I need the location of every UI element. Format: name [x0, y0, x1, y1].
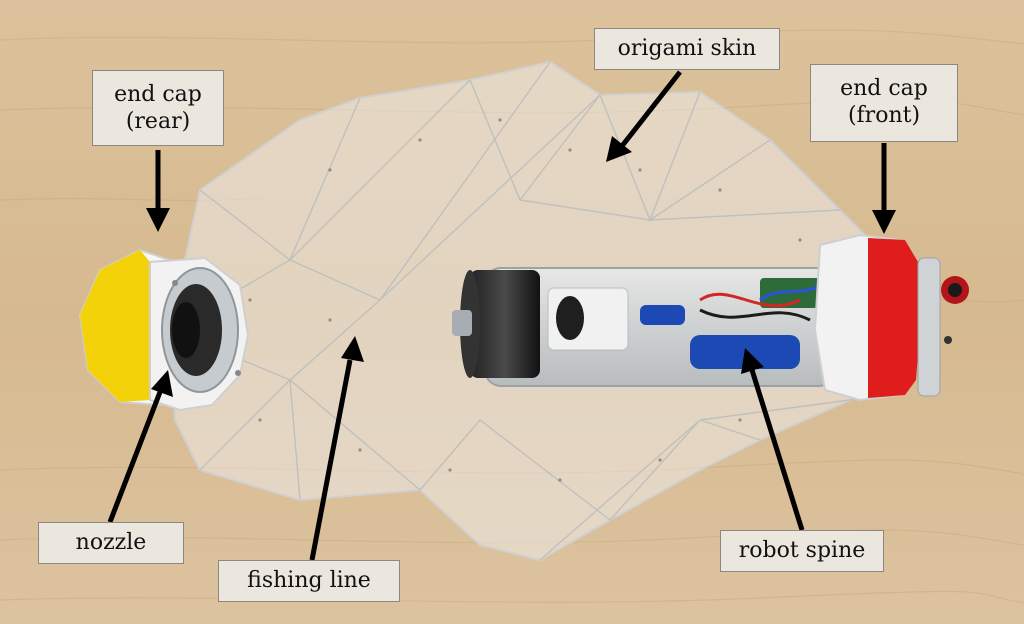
label-robot-spine: robot spine [720, 530, 884, 572]
label-fishing-line-text: fishing line [247, 568, 371, 593]
label-origami-skin: origami skin [594, 28, 780, 70]
label-nozzle-text: nozzle [75, 530, 147, 555]
annotation-arrows [107, 70, 896, 561]
arrow-nozzle [107, 391, 163, 523]
label-end-cap-front: end cap (front) [810, 64, 958, 142]
label-fishing-line: fishing line [218, 560, 400, 602]
arrow-fishing-line [309, 359, 353, 561]
label-end-cap-rear-line1: end cap [114, 82, 202, 107]
front-end-cap [813, 233, 969, 402]
label-end-cap-rear: end cap (rear) [92, 70, 224, 146]
label-nozzle: nozzle [38, 522, 184, 564]
robot-spine [452, 267, 836, 387]
label-end-cap-front-line2: (front) [847, 103, 921, 128]
label-end-cap-rear-line2: (rear) [125, 109, 191, 134]
label-end-cap-front-line1: end cap [840, 76, 928, 101]
label-origami-skin-text: origami skin [617, 36, 757, 61]
arrow-origami-skin [620, 70, 682, 148]
label-robot-spine-text: robot spine [738, 538, 866, 563]
arrow-robot-spine [749, 369, 805, 531]
rear-end-cap [78, 248, 250, 412]
